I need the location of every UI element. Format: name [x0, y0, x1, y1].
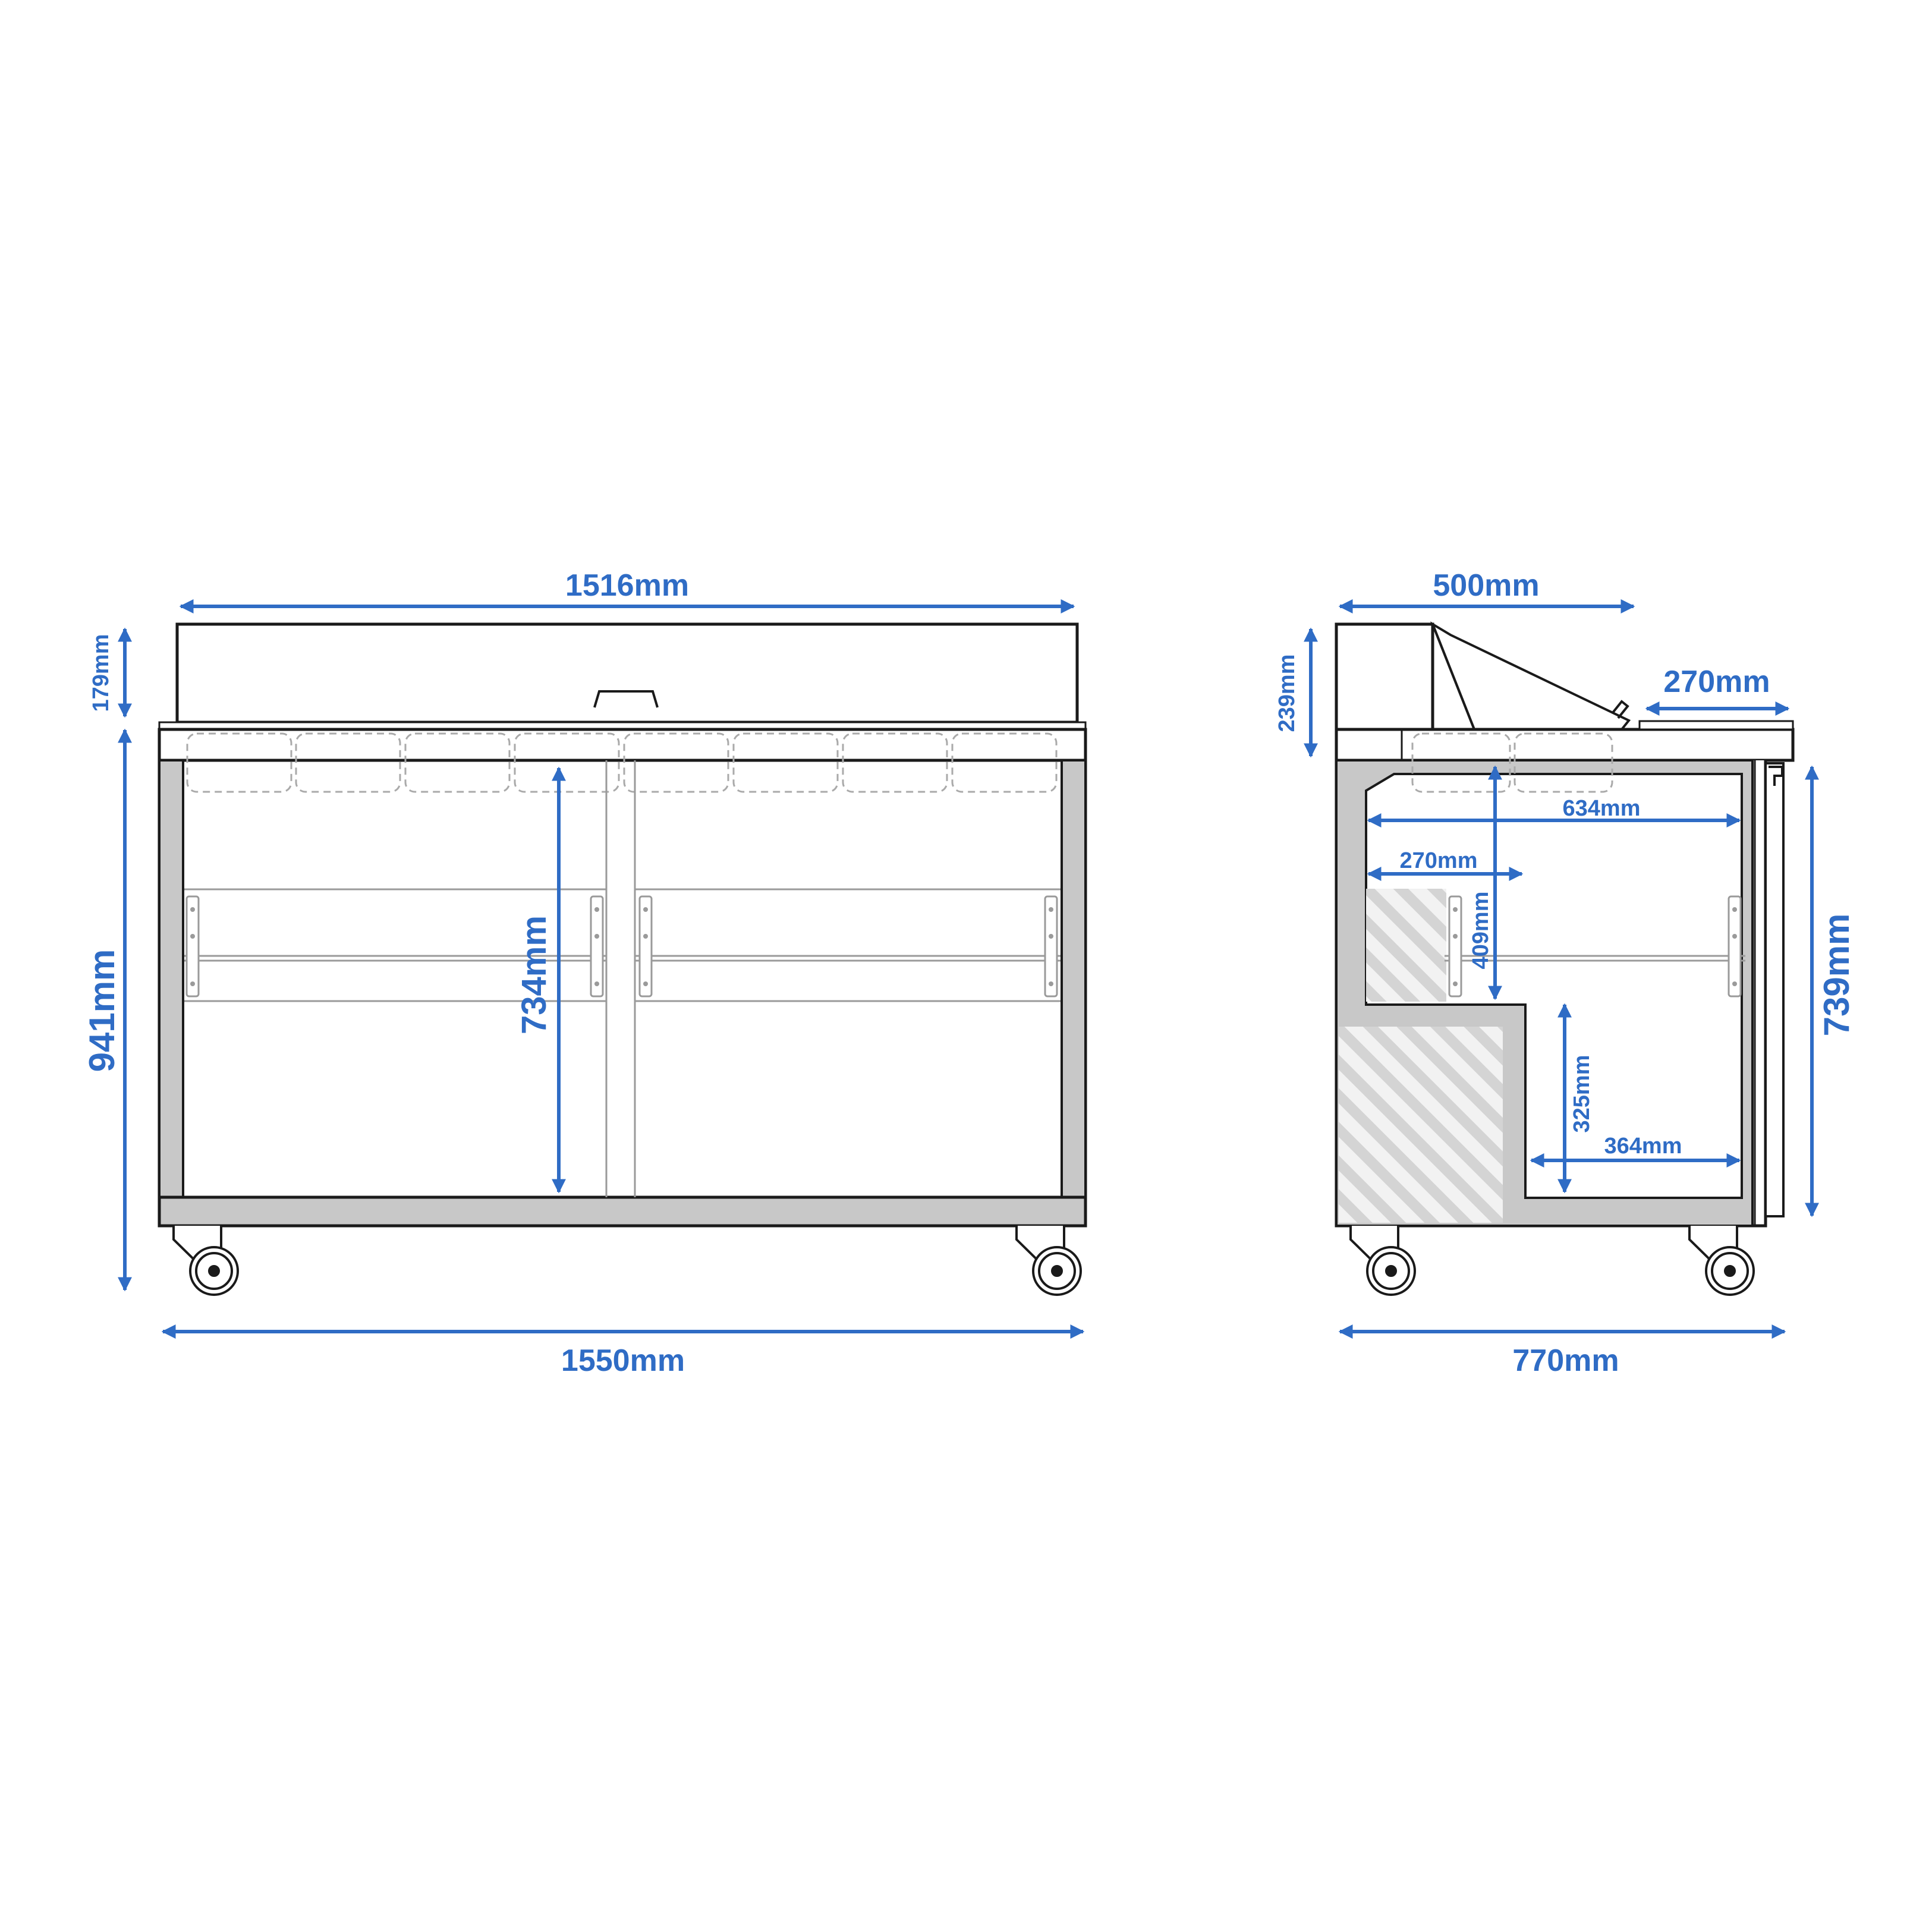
side-door-handle-icon [1769, 766, 1783, 786]
front-left-post [158, 759, 184, 1198]
label-side-lower-depth: 364mm [1604, 1134, 1682, 1159]
side-front-shelf [1638, 720, 1794, 731]
label-side-total-depth: 770mm [1512, 1343, 1619, 1378]
side-bracket-holes [1453, 907, 1737, 986]
label-front-total-width: 1550mm [561, 1343, 685, 1378]
side-left-caster [1349, 1226, 1416, 1296]
lid-handle-icon [593, 690, 659, 708]
dimension-labels: 1516mm 179mm 941mm 734mm 1550mm 500mm 23… [82, 568, 1857, 1378]
front-right-post [1061, 759, 1087, 1198]
side-upper-hatch [1366, 889, 1446, 1002]
side-lid-hinge-icon [1611, 700, 1629, 719]
label-side-lower-height: 325mm [1569, 1055, 1594, 1133]
side-lid-back [1335, 622, 1434, 731]
label-side-shelf-depth: 270mm [1663, 665, 1770, 699]
label-front-top-width: 1516mm [565, 568, 689, 603]
side-view [1335, 621, 1795, 1296]
side-sloped-lid [1430, 621, 1631, 731]
front-left-caster [172, 1226, 239, 1296]
label-side-upper-height: 409mm [1468, 892, 1493, 970]
front-pans [186, 732, 1058, 793]
side-lower-hatch [1339, 1027, 1503, 1223]
side-right-caster [1688, 1226, 1755, 1296]
side-shelf-brackets [1448, 895, 1742, 998]
label-front-total-height: 941mm [82, 949, 122, 1072]
front-view [158, 622, 1087, 1296]
front-center-divider [605, 760, 636, 1197]
front-lid [175, 622, 1079, 724]
front-shelf-brackets [185, 895, 1058, 998]
front-body [158, 759, 1087, 1228]
label-front-lid-height: 179mm [89, 634, 114, 712]
label-side-lid-height: 239mm [1275, 655, 1299, 732]
front-top-band [158, 728, 1087, 762]
front-right-caster [1015, 1226, 1082, 1296]
label-side-total-height: 739mm [1817, 914, 1857, 1037]
label-side-top-depth: 500mm [1433, 568, 1539, 603]
front-bracket-holes [190, 907, 1053, 986]
dimension-lines [118, 599, 1819, 1339]
front-shelves [184, 888, 1061, 1002]
label-front-interior-height: 734mm [515, 915, 553, 1034]
side-pans [1411, 732, 1613, 793]
label-side-upper-step-depth: 270mm [1400, 848, 1478, 873]
label-side-interior-depth: 634mm [1563, 796, 1641, 821]
side-door [1764, 762, 1785, 1217]
front-base [158, 1195, 1087, 1228]
